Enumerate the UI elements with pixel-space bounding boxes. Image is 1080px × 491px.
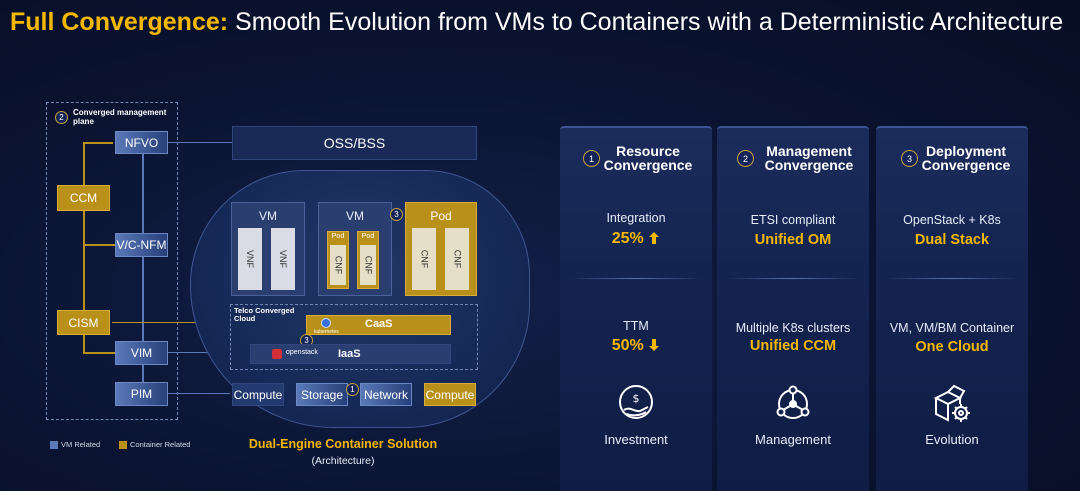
network-box: Network xyxy=(360,383,412,406)
oss-bss-box: OSS/BSS xyxy=(232,126,477,160)
panel-bottom-value: Unified CCM xyxy=(749,338,837,354)
panel-top-value: 25% xyxy=(560,230,712,250)
pod-number: 3 xyxy=(390,208,403,221)
panel-separator xyxy=(886,278,1018,279)
compute-container-box: Compute xyxy=(424,383,476,406)
cnf-block: CNF xyxy=(330,245,346,285)
panel-bottom-text: VM, VM/BM Container xyxy=(889,321,1015,335)
panel-number: 3 xyxy=(901,150,918,167)
nfvo-box: NFVO xyxy=(115,131,168,154)
legend-container-label: Container Related xyxy=(130,440,191,449)
panel-heading: Resource Convergence xyxy=(603,143,693,173)
panel-heading: Deployment Convergence xyxy=(921,143,1011,173)
vm-label: VM xyxy=(346,209,364,223)
legend-container-swatch xyxy=(119,441,127,449)
vnf-block: VNF xyxy=(238,228,262,290)
panel-bottom-text: Multiple K8s clusters xyxy=(735,321,851,335)
telco-cloud-box xyxy=(230,304,478,370)
iaas-bar xyxy=(250,344,451,364)
panel-separator xyxy=(727,278,859,279)
mgmt-plane-number: 2 xyxy=(55,111,68,124)
diagram-caption: Dual-Engine Container Solution xyxy=(248,437,438,451)
connector-line xyxy=(83,142,85,185)
pim-box: PIM xyxy=(115,382,168,406)
diagram-subcaption: (Architecture) xyxy=(311,455,375,467)
kubernetes-icon xyxy=(321,318,331,328)
cnf-block: CNF xyxy=(445,228,469,290)
panel-top-text: OpenStack + K8s xyxy=(903,213,1001,227)
connector-line xyxy=(83,352,115,354)
panel-top-value: Unified OM xyxy=(754,232,832,248)
caas-bar xyxy=(306,315,451,335)
openstack-text: openstack xyxy=(286,349,318,356)
cnf-block: CNF xyxy=(412,228,436,290)
storage-box: Storage xyxy=(296,383,348,406)
caas-label: CaaS xyxy=(365,318,393,330)
connector-line xyxy=(83,244,115,246)
connector-line xyxy=(83,335,85,353)
panel-bottom-text: TTM xyxy=(623,319,649,333)
legend-vm-swatch xyxy=(50,441,58,449)
panel-separator xyxy=(570,278,702,279)
pod-label: Pod xyxy=(430,209,452,223)
iaas-label: IaaS xyxy=(338,348,361,360)
telco-cloud-label: Telco Converged Cloud xyxy=(234,306,295,323)
panel-top-text: ETSI compliant xyxy=(750,213,836,227)
panel-bottom-value: One Cloud xyxy=(915,339,989,355)
vcnfm-box: V/C-NFM xyxy=(115,233,168,257)
money-hand-icon: $ xyxy=(611,382,661,426)
network-nodes-icon xyxy=(768,382,818,426)
resource-convergence-panel: 1 Resource Convergence Integration 25% T… xyxy=(560,126,712,491)
panel-number: 1 xyxy=(583,150,600,167)
ccm-box: CCM xyxy=(57,185,110,211)
cnf-block: CNF xyxy=(360,245,376,285)
mgmt-plane-label: Converged management plane xyxy=(73,108,167,126)
svg-text:$: $ xyxy=(633,392,640,405)
openstack-icon xyxy=(272,349,282,359)
arrow-down-icon xyxy=(648,338,660,357)
infra-number: 1 xyxy=(346,383,359,396)
connector-line xyxy=(168,393,230,394)
management-plane-box xyxy=(46,102,178,420)
panel-number: 2 xyxy=(737,150,754,167)
panel-footer: Evolution xyxy=(925,432,979,447)
panel-footer: Management xyxy=(755,432,831,447)
title-rest: Smooth Evolution from VMs to Containers … xyxy=(235,8,1064,36)
panel-top-value: Dual Stack xyxy=(914,232,990,248)
panel-heading: Management Convergence xyxy=(764,143,854,173)
deployment-convergence-panel: 3 Deployment Convergence OpenStack + K8s… xyxy=(876,126,1028,491)
box-gear-icon xyxy=(927,382,977,426)
vm-label: VM xyxy=(259,209,277,223)
connector-line xyxy=(83,211,85,311)
panel-footer: Investment xyxy=(604,432,668,447)
panel-bottom-value: 50% xyxy=(560,337,712,357)
management-convergence-panel: 2 Management Convergence ETSI compliant … xyxy=(717,126,869,491)
title-highlight: Full Convergence: xyxy=(10,8,229,36)
small-pod-label: Pod xyxy=(361,233,375,240)
page-title: Full Convergence: Smooth Evolution from … xyxy=(10,8,1063,37)
vim-box: VIM xyxy=(115,341,168,365)
panel-top-text: Integration xyxy=(606,211,666,225)
cism-box: CISM xyxy=(57,310,110,335)
compute-box: Compute xyxy=(232,383,284,406)
small-pod-label: Pod xyxy=(331,233,345,240)
arrow-up-icon xyxy=(648,231,660,250)
connector-line xyxy=(142,153,144,385)
kubernetes-text: kubernetes xyxy=(314,329,339,335)
connector-line xyxy=(83,142,113,144)
legend-vm-label: VM Related xyxy=(61,440,101,449)
vnf-block: VNF xyxy=(271,228,295,290)
connector-line xyxy=(168,142,232,143)
